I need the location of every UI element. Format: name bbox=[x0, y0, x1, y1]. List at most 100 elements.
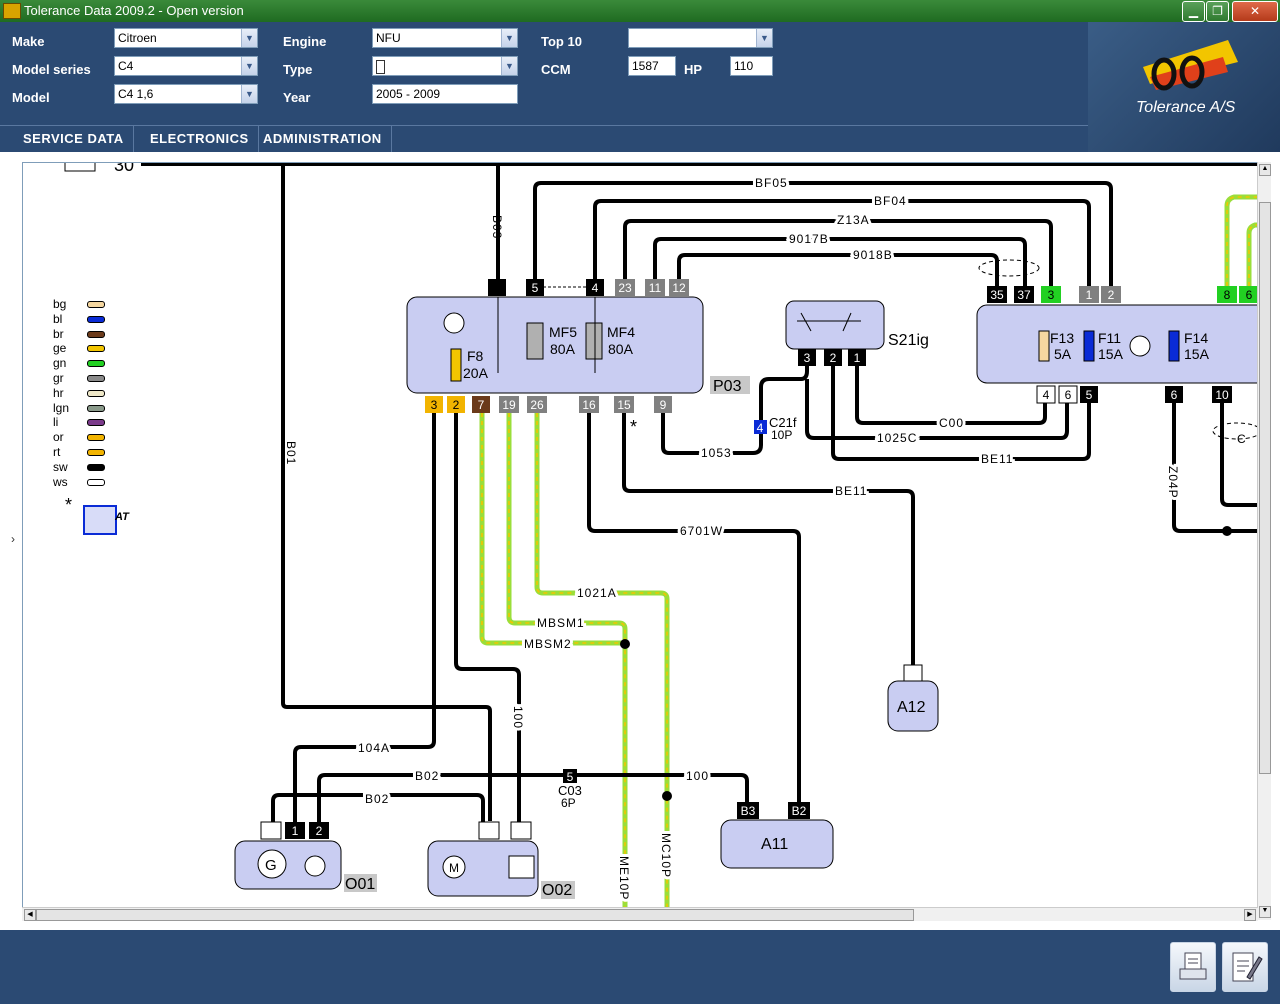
hp-value: 110 bbox=[734, 59, 754, 73]
fuse-F14-name: F14 bbox=[1184, 330, 1208, 346]
legend-star: * bbox=[65, 495, 73, 516]
wire-1053: 1053 bbox=[701, 446, 732, 460]
close-button[interactable]: ✕ bbox=[1232, 1, 1278, 22]
model-select[interactable]: C4 1,6▼ bbox=[114, 84, 258, 104]
top10-select[interactable]: ▼ bbox=[628, 28, 773, 48]
motor-icon bbox=[442, 855, 466, 879]
BSI-pin-4: 4 bbox=[1043, 388, 1050, 402]
vertical-scrollbar[interactable]: ▲ ▼ bbox=[1257, 162, 1271, 920]
menu-service-data[interactable]: SERVICE DATA bbox=[14, 126, 134, 152]
fuse-F11-rating: 15A bbox=[1098, 346, 1124, 362]
BSI-pin-6c: 6 bbox=[1171, 388, 1178, 402]
legend-code: gn bbox=[53, 356, 67, 371]
chevron-down-icon[interactable]: ▼ bbox=[241, 85, 257, 103]
component-O01[interactable] bbox=[234, 840, 342, 890]
wire-B02: B02 bbox=[365, 792, 389, 806]
A11-pin-B3: B3 bbox=[741, 804, 756, 818]
make-select[interactable]: Citroen▼ bbox=[114, 28, 258, 48]
wire-1025C: 1025C bbox=[877, 431, 917, 445]
wire-Z13A: Z13A bbox=[837, 213, 870, 227]
component-BSI[interactable] bbox=[976, 304, 1259, 384]
P03-pin-26: 26 bbox=[530, 398, 544, 412]
legend-code: lgn bbox=[53, 400, 70, 415]
print-button[interactable] bbox=[1170, 942, 1216, 992]
connector-C21f-label: C21f bbox=[769, 415, 797, 430]
expand-arrow-icon[interactable]: › bbox=[11, 532, 15, 546]
component-A11[interactable] bbox=[720, 819, 834, 869]
chevron-down-icon[interactable]: ▼ bbox=[756, 29, 772, 47]
S21ig-pin-2: 2 bbox=[830, 351, 837, 365]
P03-pin-11: 11 bbox=[649, 281, 662, 295]
content-area: › .w{fill:none;stroke:#000;stroke-width:… bbox=[0, 152, 1280, 930]
connector-C21f-sub: 10P bbox=[771, 428, 792, 442]
P03-pin-16: 16 bbox=[582, 398, 596, 412]
legend-item: bl bbox=[53, 312, 123, 327]
window-titlebar: Tolerance Data 2009.2 - Open version ▁ ❐… bbox=[0, 0, 1280, 22]
component-A11-label: A11 bbox=[761, 836, 788, 853]
legend-item: hr bbox=[53, 386, 123, 401]
BSI-pin-5: 5 bbox=[1086, 388, 1093, 402]
legend-swatch bbox=[87, 374, 105, 382]
wire-B01: B01 bbox=[284, 441, 298, 465]
hp-field[interactable]: 110 bbox=[730, 56, 773, 76]
legend-note: * AT bbox=[53, 495, 129, 536]
restore-button[interactable]: ❐ bbox=[1206, 1, 1229, 22]
model-series-select[interactable]: C4▼ bbox=[114, 56, 258, 76]
scroll-down-arrow-icon[interactable]: ▼ bbox=[1259, 906, 1271, 918]
fuse-F11 bbox=[1083, 330, 1095, 362]
notepad-edit-icon bbox=[1232, 952, 1263, 982]
wire-104A: 100 bbox=[686, 769, 709, 783]
wire-BF05: BF05 bbox=[755, 176, 788, 190]
wiring-diagram[interactable]: .w{fill:none;stroke:#000;stroke-width:4;… bbox=[22, 162, 1260, 912]
menu-administration[interactable]: ADMINISTRATION bbox=[254, 126, 392, 152]
engine-select[interactable]: NFU▼ bbox=[372, 28, 518, 48]
type-select[interactable]: ▼ bbox=[372, 56, 518, 76]
BSI-pin-37: 37 bbox=[1017, 288, 1031, 302]
P03-label-bg bbox=[710, 376, 750, 394]
vertical-scroll-thumb[interactable] bbox=[1259, 202, 1271, 774]
notes-button[interactable] bbox=[1222, 942, 1268, 992]
rail-30-label: 30 bbox=[114, 163, 134, 175]
P03-pin-15: 15 bbox=[617, 398, 631, 412]
ccm-field[interactable]: 1587 bbox=[628, 56, 676, 76]
fuse-MF5-name: MF5 bbox=[549, 324, 577, 340]
wire-9018B: 9018B bbox=[853, 248, 893, 262]
connector-C03-sub: 6P bbox=[561, 796, 576, 810]
horizontal-scroll-thumb[interactable] bbox=[36, 909, 914, 921]
wiring-diagram-svg: .w{fill:none;stroke:#000;stroke-width:4;… bbox=[64, 163, 1259, 909]
tolerance-logo: Tolerance A/S bbox=[1136, 40, 1238, 116]
vehicle-selection-panel: Make Citroen▼ Model series C4▼ Model C4 … bbox=[0, 22, 1088, 125]
C03-pin-5: 5 bbox=[567, 770, 574, 784]
note-star-marker: * bbox=[630, 417, 637, 437]
menu-electronics[interactable]: ELECTRONICS bbox=[141, 126, 259, 152]
scroll-left-arrow-icon[interactable]: ◀ bbox=[24, 909, 36, 921]
horizontal-scrollbar[interactable]: ◀ ▶ bbox=[22, 907, 1258, 921]
legend-code: li bbox=[53, 415, 59, 430]
component-O02-label: O02 bbox=[542, 882, 572, 899]
generator-symbol: G bbox=[265, 857, 277, 874]
component-S21ig[interactable] bbox=[785, 300, 885, 350]
legend-swatch bbox=[87, 360, 105, 368]
chevron-down-icon[interactable]: ▼ bbox=[501, 57, 517, 75]
component-P03[interactable] bbox=[406, 296, 704, 394]
chevron-down-icon[interactable]: ▼ bbox=[241, 29, 257, 47]
minimize-button[interactable]: ▁ bbox=[1182, 1, 1205, 22]
chevron-down-icon[interactable]: ▼ bbox=[501, 29, 517, 47]
component-A12[interactable] bbox=[887, 680, 939, 732]
BSI-pin-2: 2 bbox=[1108, 288, 1115, 302]
fuse-MF4 bbox=[585, 322, 603, 360]
legend-code: bg bbox=[53, 297, 67, 311]
top10-label: Top 10 bbox=[541, 34, 582, 49]
scroll-up-arrow-icon[interactable]: ▲ bbox=[1259, 164, 1271, 176]
wire-MC10P: MC10P bbox=[659, 833, 673, 878]
legend-item: ws bbox=[53, 475, 123, 490]
legend-swatch bbox=[87, 330, 105, 338]
P03-pin-3: 3 bbox=[431, 398, 438, 412]
scroll-right-arrow-icon[interactable]: ▶ bbox=[1244, 909, 1256, 921]
component-O01-label: O01 bbox=[345, 876, 375, 893]
fuse-MF5 bbox=[526, 322, 544, 360]
chevron-down-icon[interactable]: ▼ bbox=[241, 57, 257, 75]
legend-item: or bbox=[53, 430, 123, 445]
year-field[interactable]: 2005 - 2009 bbox=[372, 84, 518, 104]
component-O02[interactable] bbox=[427, 840, 539, 897]
